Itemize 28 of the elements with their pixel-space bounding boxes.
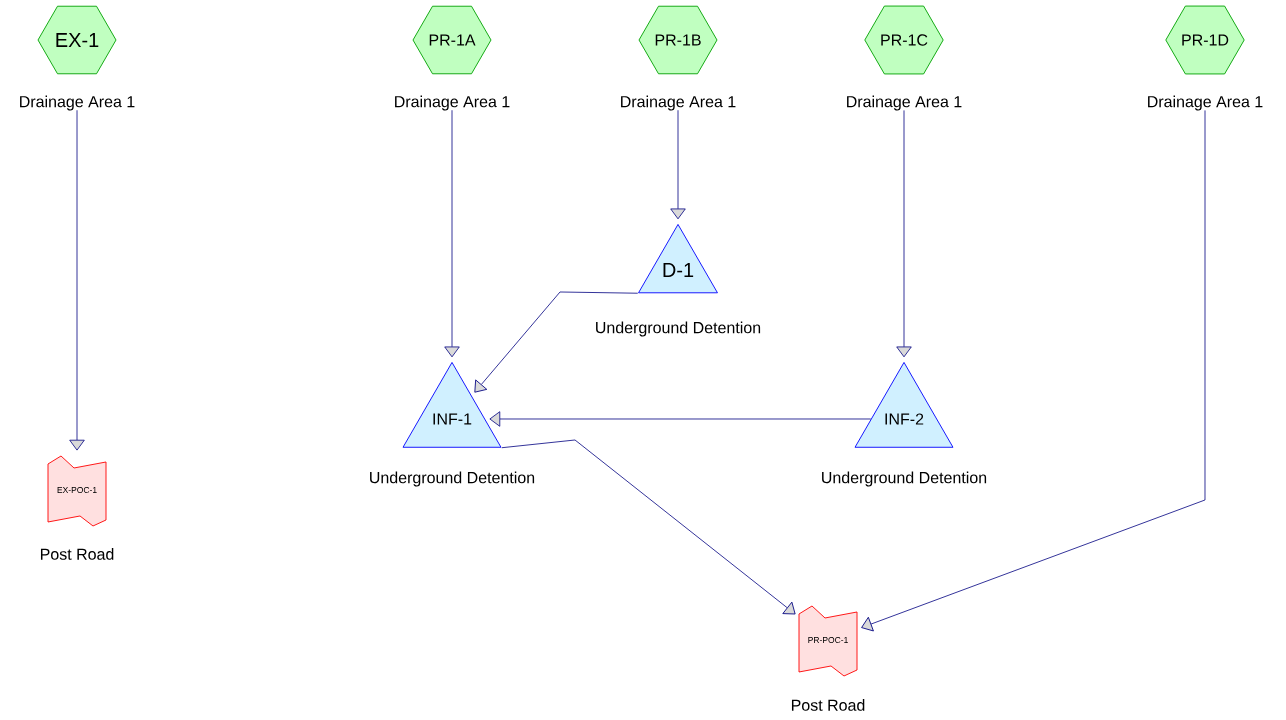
arrow bbox=[670, 109, 686, 220]
node-caption: Drainage Area 1 bbox=[621, 95, 736, 111]
arrow bbox=[861, 110, 1206, 632]
node-caption: Drainage Area 1 bbox=[395, 95, 510, 111]
node-caption: Drainage Area 1 bbox=[847, 95, 962, 111]
node-caption: Post Road bbox=[40, 548, 114, 560]
hexagon-node: PR-1C bbox=[864, 5, 944, 75]
hexagon-node: PR-1B bbox=[638, 5, 718, 75]
arrow bbox=[501, 439, 796, 615]
node-caption: Underground Detention bbox=[822, 471, 987, 487]
node-caption: Underground Detention bbox=[370, 471, 535, 487]
hexagon-node: EX-1 bbox=[37, 5, 117, 75]
triangle-node: INF-2 bbox=[854, 362, 954, 448]
arrow bbox=[69, 109, 85, 451]
arrow bbox=[896, 110, 912, 358]
node-caption: Post Road bbox=[791, 699, 865, 711]
triangle-node: INF-1 bbox=[402, 362, 502, 448]
outlet-node: PR-POC-1 bbox=[798, 605, 858, 677]
hexagon-node: PR-1A bbox=[412, 5, 492, 75]
arrow bbox=[474, 291, 639, 393]
arrow bbox=[444, 109, 460, 358]
arrow bbox=[489, 411, 872, 427]
node-caption: Drainage Area 1 bbox=[1148, 95, 1263, 111]
hexagon-node: PR-1D bbox=[1165, 5, 1245, 75]
node-caption: Drainage Area 1 bbox=[20, 95, 135, 111]
triangle-node: D-1 bbox=[638, 223, 718, 294]
outlet-node: EX-POC-1 bbox=[47, 455, 107, 527]
node-caption: Underground Detention bbox=[596, 321, 761, 337]
